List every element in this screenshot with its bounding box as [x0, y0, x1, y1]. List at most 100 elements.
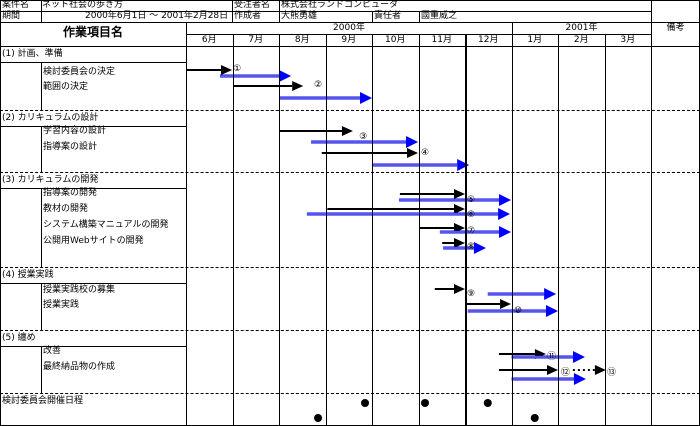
contractor-label: 受注者名 [234, 0, 271, 10]
row-divider [0, 172, 700, 173]
month-gridline [372, 34, 373, 426]
milestone-label: ⑫ [561, 367, 570, 378]
notes-header: 備考 [666, 23, 685, 33]
divider [0, 346, 186, 347]
task-item: 教材の開発 [43, 204, 89, 214]
contractor-value: 株式会社ランドコンピュータ [281, 0, 399, 10]
month-gridline [418, 34, 420, 426]
month-header: 12月 [478, 35, 499, 45]
year-2001: 2001年 [565, 23, 598, 33]
arrow-head [499, 226, 512, 238]
divider [0, 283, 186, 284]
task-item: システム構築マニュアルの開発 [43, 220, 169, 230]
month-header: 10月 [385, 35, 406, 45]
task-item: 指導案の設計 [43, 142, 98, 152]
meeting-dot [530, 414, 539, 422]
task-item: 最終納品物の作成 [43, 362, 116, 372]
arrow-head [454, 189, 465, 199]
arrow-head [454, 284, 465, 294]
arrow-head [457, 159, 470, 171]
month-header: 2月 [573, 35, 589, 45]
period-value: 2000年6月1日 ～ 2001年2月28日 [85, 11, 229, 21]
section-title: (2) カリキュラムの設計 [2, 113, 99, 123]
meeting-dot [421, 399, 430, 407]
grid-line [186, 22, 187, 426]
arrow-head [341, 126, 353, 136]
row-divider [0, 110, 700, 111]
arrow-head [500, 299, 512, 309]
month-header: 9月 [341, 35, 357, 45]
grid-line [41, 0, 42, 22]
grid-line [232, 0, 233, 22]
milestone-label: ⑪ [547, 351, 556, 362]
grid-line [372, 11, 373, 22]
month-gridline [232, 34, 234, 426]
section-title: (1) 計画、準備 [2, 49, 63, 59]
manager-label: 責任者 [374, 11, 402, 21]
meeting-dot [483, 399, 492, 407]
grid-line [651, 0, 652, 426]
case-value: ネット社会の歩き方 [42, 0, 124, 10]
month-gridline [465, 34, 467, 426]
arrow-head [594, 365, 606, 375]
arrow-head [360, 92, 372, 104]
month-header: 1月 [527, 35, 543, 45]
year-2000: 2000年 [333, 23, 365, 33]
milestone-label: ⑧ [467, 242, 475, 252]
divider [0, 126, 186, 127]
row-divider [0, 330, 700, 331]
case-label: 案件名 [2, 0, 30, 10]
task-item: 改善 [43, 346, 62, 356]
divider [41, 126, 42, 172]
milestone-label: ② [314, 80, 322, 90]
arrow-head [454, 204, 465, 214]
divider [41, 346, 42, 393]
month-gridline [604, 34, 606, 426]
task-header: 作業項目名 [62, 25, 123, 39]
section-title: (5) 纏め [2, 333, 36, 343]
arrow-head [406, 136, 419, 148]
row-divider [0, 267, 700, 268]
month-gridline [511, 22, 513, 426]
arrow-head [499, 194, 512, 206]
milestone-label: ① [233, 64, 241, 74]
grid-line [0, 0, 1, 426]
divider [0, 62, 186, 63]
arrow-head [454, 238, 465, 248]
month-header: 11月 [431, 35, 452, 45]
arrow-head [292, 81, 304, 91]
arrow-head [221, 65, 233, 75]
divider [41, 188, 42, 267]
milestone-label: ⑥ [467, 210, 475, 220]
milestone-label: ⑦ [467, 226, 475, 236]
milestone-label: ④ [421, 148, 429, 158]
meeting-label: 検討委員会開催日程 [2, 396, 84, 406]
task-item: 検討委員会の決定 [43, 67, 116, 77]
arrow-head [279, 70, 292, 82]
month-header: 3月 [620, 35, 636, 45]
milestone-label: ⑨ [467, 289, 475, 299]
grid-line [0, 22, 700, 23]
grid-line [0, 11, 651, 12]
author-value: 大熊勇雄 [281, 11, 318, 21]
month-header: 7月 [248, 35, 264, 45]
meeting-dot [314, 414, 323, 422]
milestone-label: ③ [359, 132, 367, 142]
grid-line [279, 0, 280, 22]
arrow-head [572, 351, 585, 363]
divider [0, 188, 186, 189]
task-item: 公開用Webサイトの開発 [43, 236, 144, 246]
milestone-label: ⑩ [514, 306, 522, 316]
milestone-label: ⑬ [607, 367, 616, 378]
task-item: 授業実践校の募集 [43, 285, 116, 295]
grid-line [419, 11, 420, 22]
month-gridline [325, 34, 327, 426]
meeting-dot [361, 399, 370, 407]
author-label: 作成者 [234, 11, 262, 21]
month-gridline [558, 34, 559, 426]
task-item: 授業実践 [43, 300, 80, 310]
task-item: 範囲の決定 [43, 82, 89, 92]
divider [41, 283, 42, 330]
arrow-head [544, 288, 557, 300]
